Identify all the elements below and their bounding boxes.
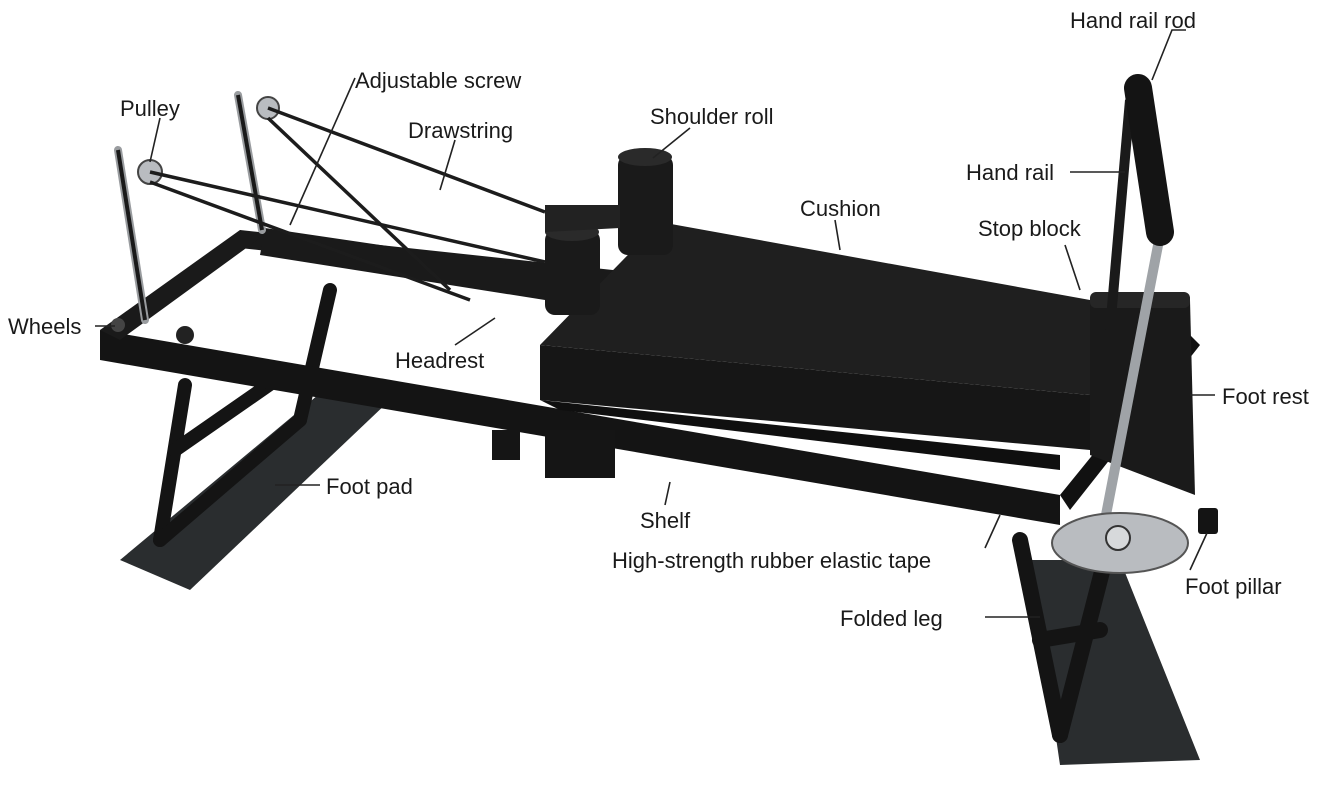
shelf-plate xyxy=(540,400,1060,470)
mount-hub xyxy=(1105,525,1131,551)
cushion-side xyxy=(540,345,1090,450)
label-elastic-tape: High-strength rubber elastic tape xyxy=(612,548,932,573)
label-folded-leg: Folded leg xyxy=(840,606,943,631)
headrest-bar xyxy=(260,228,550,300)
label-hand-rail: Hand rail xyxy=(966,160,1055,185)
label-cushion: Cushion xyxy=(800,196,881,221)
foot-pillar xyxy=(1198,508,1218,534)
stop-block xyxy=(1090,292,1190,308)
label-pulley: Pulley xyxy=(120,96,180,121)
label-foot-pillar: Foot pillar xyxy=(1185,574,1282,599)
cushion-top xyxy=(540,222,1090,395)
leader-lines xyxy=(95,29,1215,618)
label-wheels: Wheels xyxy=(8,314,82,339)
hand-rail-rod xyxy=(1124,74,1174,246)
frame-front-rail xyxy=(100,330,1060,525)
label-adjustable-screw: Adjustable screw xyxy=(355,68,522,93)
label-drawstring: Drawstring xyxy=(408,118,514,143)
label-shelf: Shelf xyxy=(640,508,691,533)
wheel-mid xyxy=(176,326,194,344)
label-foot-rest: Foot rest xyxy=(1222,384,1309,409)
label-shoulder-roll: Shoulder roll xyxy=(650,104,774,129)
foot-pad-mat xyxy=(120,385,390,590)
shelf-bracket xyxy=(545,430,615,478)
wheel-left xyxy=(111,318,125,332)
label-hand-rail-rod: Hand rail rod xyxy=(1070,8,1196,33)
shelf-bracket-small xyxy=(492,430,520,460)
label-foot-pad: Foot pad xyxy=(326,474,413,499)
posts-dark xyxy=(116,94,264,321)
hand-rail-bar xyxy=(1100,230,1165,525)
folded-leg-right xyxy=(1012,532,1113,743)
drawstrings xyxy=(149,106,546,302)
label-headrest: Headrest xyxy=(395,348,485,373)
label-stop-block: Stop block xyxy=(978,216,1081,241)
hand-rail-back xyxy=(1105,99,1135,331)
strap xyxy=(545,205,620,232)
